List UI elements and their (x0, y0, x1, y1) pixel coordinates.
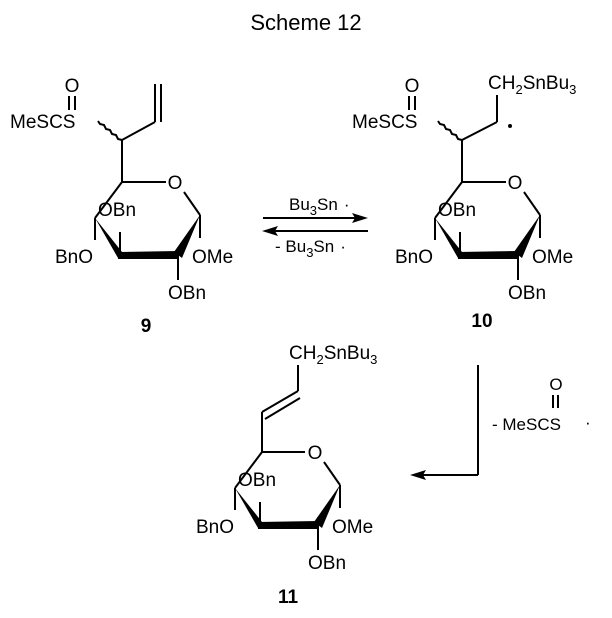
leaving-group-oxygen: O (549, 375, 562, 394)
bond-alkene-b (264, 397, 301, 420)
bond-c5-c4 (94, 181, 123, 219)
compound-10-label: 10 (471, 311, 492, 332)
forward-arrowhead (352, 213, 368, 223)
bond-o-c1 (523, 191, 541, 216)
wedge-c4-c3 (235, 488, 262, 528)
c2-obn-label: OBn (168, 283, 206, 304)
compound-11-label: 11 (278, 587, 299, 608)
ring-oxygen-label: O (168, 173, 183, 194)
reverse-reagent-label: - Bu3Sn· (275, 237, 346, 260)
c2-obn-label: OBn (508, 283, 546, 304)
bond-o-c1 (183, 191, 201, 216)
wedge-c4-c3 (435, 218, 462, 258)
ring-oxygen-label: O (508, 173, 523, 194)
stannylmethyl-label: CH2SnBu3 (289, 343, 377, 367)
thio-group-label: MeSCS (10, 112, 75, 133)
c3-obn-label: OBn (238, 470, 276, 491)
compound-11: CH2SnBu3 O OBn BnO OMe OBn 11 (196, 343, 377, 608)
wedge-c1-c2 (314, 485, 340, 528)
wedge-c1-c2 (174, 215, 200, 258)
c4-bno-label: BnO (395, 247, 433, 268)
c4-bno-label: BnO (196, 517, 234, 538)
c2-obn-label: OBn (308, 553, 346, 574)
c3-obn-label: OBn (98, 200, 136, 221)
bond-c5-c4 (234, 451, 263, 489)
forward-reagent-label: Bu3Sn· (289, 195, 350, 218)
ring-oxygen-label: O (308, 443, 323, 464)
bond-c5-c4 (434, 181, 463, 219)
leaving-group-label: - MeSCS (492, 415, 561, 434)
wedge-c3-c2 (118, 251, 178, 259)
compound-10: O MeSCS CH2SnBu3 O OBn BnO OMe OBn 10 (352, 73, 576, 332)
wedge-c4-c3 (95, 218, 122, 258)
thio-oxygen-label: O (405, 76, 420, 97)
c3-obn-label: OBn (438, 200, 476, 221)
fragmentation-arrowhead (410, 470, 426, 480)
wavy-bond-c6-s (97, 120, 123, 141)
leaving-group-radical: · (585, 413, 591, 432)
bond-alkene-a (261, 390, 299, 413)
wedge-c3-c2 (258, 521, 318, 529)
c1-ome-label: OMe (532, 247, 573, 268)
compound-9: O MeSCS O OBn BnO OMe OBn 9 (10, 76, 233, 337)
fragmentation-arrow: O - MeSCS · (410, 365, 591, 480)
reverse-arrowhead (262, 226, 278, 236)
c4-bno-label: BnO (55, 247, 93, 268)
wedge-c1-c2 (514, 215, 540, 258)
thio-oxygen-label: O (65, 76, 80, 97)
c1-ome-label: OMe (332, 517, 373, 538)
wedge-c3-c2 (458, 251, 518, 259)
c1-ome-label: OMe (192, 247, 233, 268)
radical-dot (508, 124, 512, 128)
compound-9-label: 9 (141, 316, 152, 337)
bond-c6-vinyl (121, 121, 156, 141)
wavy-bond-c6-s (437, 120, 463, 141)
scheme-title: Scheme 12 (250, 10, 361, 35)
bond-o-c1 (323, 461, 341, 486)
thio-group-label: MeSCS (352, 112, 417, 133)
equilibrium-arrows: Bu3Sn· - Bu3Sn· (262, 195, 368, 260)
bond-c6-c7 (461, 121, 498, 141)
stannylmethyl-label: CH2SnBu3 (488, 73, 576, 97)
